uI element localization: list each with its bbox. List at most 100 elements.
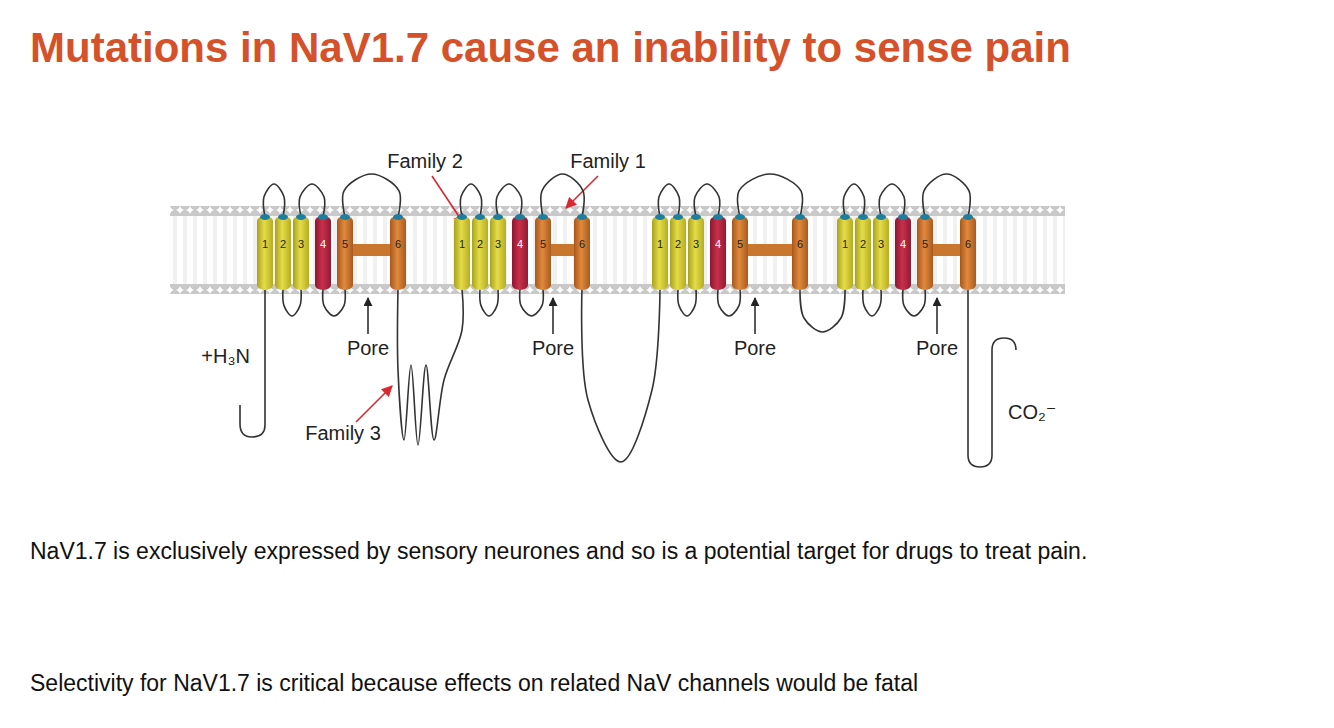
segment-number: 1 — [652, 216, 668, 250]
segment-number: 5 — [535, 216, 551, 250]
voltage-sensor-segment: 4 — [895, 216, 911, 290]
transmembrane-segment: 5 — [732, 216, 748, 290]
segment-number: 4 — [315, 216, 331, 250]
transmembrane-segment: 6 — [574, 216, 590, 290]
segment-cap — [393, 214, 403, 220]
channel-loop — [582, 289, 660, 462]
channel-loop — [737, 174, 802, 217]
transmembrane-segment: 1 — [837, 216, 853, 290]
segment-cap — [713, 214, 723, 220]
pore-label: Pore — [916, 337, 958, 360]
transmembrane-segment: 5 — [337, 216, 353, 290]
transmembrane-segment: 2 — [275, 216, 291, 290]
segment-number: 4 — [512, 216, 528, 250]
segment-number: 2 — [275, 216, 291, 250]
c-terminus — [968, 290, 1016, 467]
segment-number: 1 — [454, 216, 470, 250]
channel-loop — [299, 184, 324, 217]
segment-cap — [515, 214, 525, 220]
channel-loop — [863, 289, 881, 316]
channel-loop — [460, 184, 481, 217]
segment-number: 1 — [837, 216, 853, 250]
channel-loop — [923, 174, 971, 217]
family-label: Family 3 — [305, 422, 381, 445]
pore-label: Pore — [532, 337, 574, 360]
terminus-label: CO₂⁻ — [1008, 400, 1056, 424]
segment-cap — [340, 214, 350, 220]
family-label: Family 2 — [387, 150, 463, 173]
segment-cap — [296, 214, 306, 220]
segment-number: 5 — [337, 216, 353, 250]
transmembrane-segment: 1 — [257, 216, 273, 290]
channel-loop — [843, 184, 864, 217]
transmembrane-segment: 6 — [792, 216, 808, 290]
pore-label: Pore — [734, 337, 776, 360]
pore-label: Pore — [347, 337, 389, 360]
transmembrane-segment: 3 — [688, 216, 704, 290]
segment-cap — [735, 214, 745, 220]
lipid-bilayer — [170, 206, 1065, 294]
transmembrane-segment: 1 — [652, 216, 668, 290]
segment-cap — [457, 214, 467, 220]
family-arrows — [356, 176, 598, 422]
voltage-sensor-segment: 4 — [512, 216, 528, 290]
transmembrane-segment: 2 — [670, 216, 686, 290]
segment-number: 3 — [293, 216, 309, 250]
channel-loop — [343, 174, 401, 217]
channel-loop — [658, 184, 679, 217]
segment-number: 3 — [688, 216, 704, 250]
segment-number: 5 — [732, 216, 748, 250]
channel-loop — [800, 289, 845, 332]
segment-cap — [795, 214, 805, 220]
channel-loop — [283, 289, 301, 316]
channel-loop — [480, 289, 498, 316]
channel-loop — [903, 289, 926, 316]
segment-number: 4 — [895, 216, 911, 250]
segment-cap — [278, 214, 288, 220]
segment-number: 3 — [490, 216, 506, 250]
segment-number: 4 — [710, 216, 726, 250]
transmembrane-segment: 5 — [917, 216, 933, 290]
segment-cap — [898, 214, 908, 220]
channel-loop — [541, 174, 584, 217]
channel-loop — [879, 184, 904, 217]
slide-title: Mutations in NaV1.7 cause an inability t… — [30, 24, 1071, 72]
channel-loop — [398, 289, 464, 445]
transmembrane-segment: 2 — [472, 216, 488, 290]
channel-loop — [263, 184, 284, 217]
segment-number: 2 — [855, 216, 871, 250]
voltage-sensor-segment: 4 — [710, 216, 726, 290]
segment-number: 3 — [873, 216, 889, 250]
segment-number: 5 — [917, 216, 933, 250]
segment-cap — [318, 214, 328, 220]
transmembrane-segment: 2 — [855, 216, 871, 290]
channel-loop — [496, 184, 521, 217]
transmembrane-segment: 5 — [535, 216, 551, 290]
segment-cap — [963, 214, 973, 220]
segment-number: 6 — [960, 216, 976, 250]
segment-number: 6 — [390, 216, 406, 250]
segment-cap — [475, 214, 485, 220]
transmembrane-segment: 3 — [490, 216, 506, 290]
segment-cap — [538, 214, 548, 220]
segment-cap — [840, 214, 850, 220]
segment-cap — [920, 214, 930, 220]
segment-cap — [493, 214, 503, 220]
transmembrane-segment: 3 — [293, 216, 309, 290]
channel-loop — [678, 289, 696, 316]
channel-loop — [694, 184, 719, 217]
segment-cap — [858, 214, 868, 220]
segment-cap — [876, 214, 886, 220]
terminus-label: +H₃N — [201, 345, 250, 368]
channel-loop — [323, 289, 346, 316]
segment-number: 6 — [574, 216, 590, 250]
transmembrane-segment: 1 — [454, 216, 470, 290]
body-text: NaV1.7 is exclusively expressed by senso… — [30, 536, 1305, 567]
segment-cap — [691, 214, 701, 220]
transmembrane-segment: 6 — [390, 216, 406, 290]
voltage-sensor-segment: 4 — [315, 216, 331, 290]
channel-loop — [718, 289, 741, 316]
channel-loop — [520, 289, 544, 316]
